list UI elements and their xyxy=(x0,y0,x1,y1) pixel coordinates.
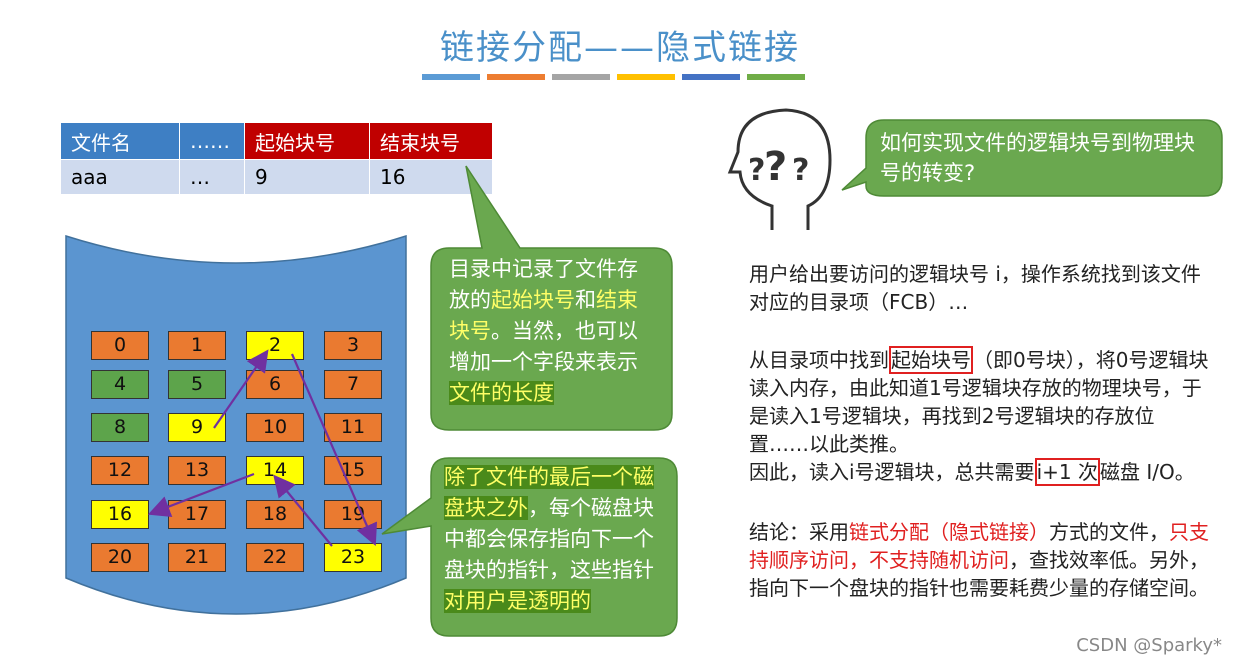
callout-pointer-text: 除了文件的最后一个磁盘块之外，每个磁盘块中都会保存指向下一个盘块的指针，这些指针… xyxy=(444,462,656,617)
question-text: 如何实现文件的逻辑块号到物理块号的转变? xyxy=(880,128,1210,188)
arrow-23-to-14 xyxy=(276,478,332,546)
start-block-highlight: 起始块号 xyxy=(889,346,973,374)
watermark: CSDN @Sparky* xyxy=(1076,635,1222,656)
io-count-highlight: i+1 次 xyxy=(1035,458,1100,486)
callout-directory-text: 目录中记录了文件存放的起始块号和结束块号。当然，也可以增加一个字段来表示文件的长… xyxy=(449,254,657,409)
paragraph-conclusion: 结论：采用链式分配（隐式链接）方式的文件，只支持顺序访问，不支持随机访问，查找效… xyxy=(749,518,1209,602)
paragraph-read-process: 从目录项中找到起始块号（即0号块），将0号逻辑块读入内存，由此知道1号逻辑块存放… xyxy=(749,346,1209,486)
arrow-9-to-2 xyxy=(214,353,266,428)
arrow-14-to-16 xyxy=(152,474,254,513)
paragraph-user-request: 用户给出要访问的逻辑块号 i，操作系统找到该文件对应的目录项（FCB）… xyxy=(749,260,1209,316)
